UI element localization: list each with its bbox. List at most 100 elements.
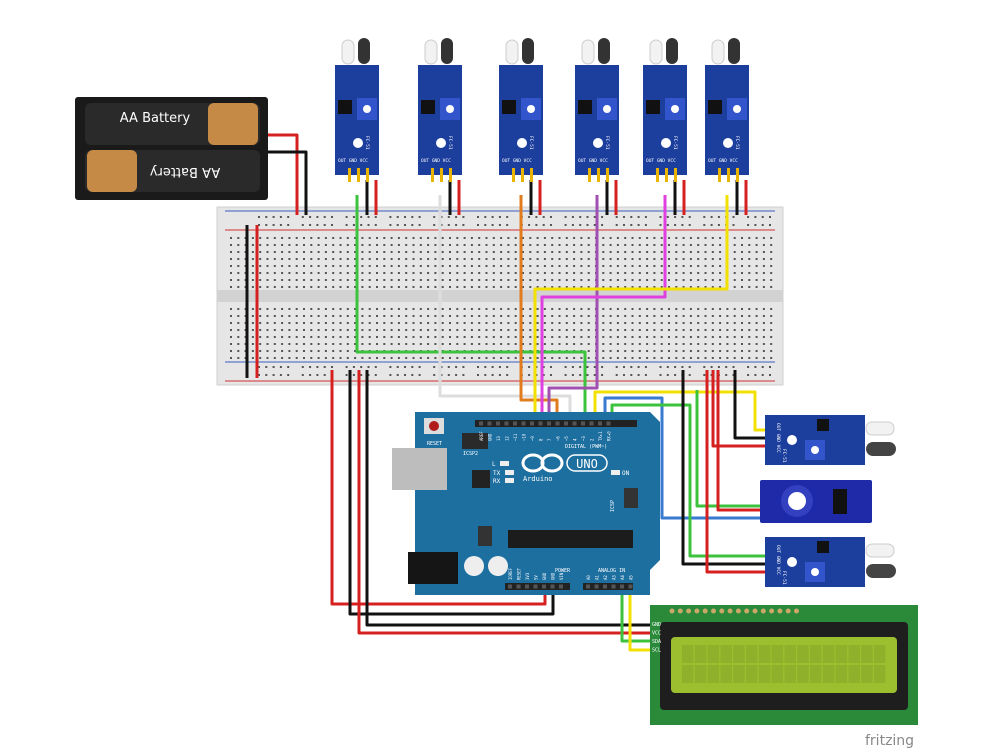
led-l-label: L — [492, 461, 496, 468]
analog-pin-label: A1 — [595, 575, 600, 580]
sensor-pin-labels: OUT GND VCC — [646, 158, 676, 164]
ir-receiver-led — [522, 38, 534, 64]
servo-signal-wire — [603, 396, 762, 520]
lcd-parallel-pin — [686, 608, 692, 614]
lcd-char-cell — [733, 665, 745, 683]
sensor-pin — [656, 168, 659, 182]
sensor-pin-labels: OUT GND VCC — [775, 545, 781, 575]
lcd-char-cell — [835, 665, 848, 683]
comparator-chip — [708, 100, 722, 114]
analog-pin-label: A3 — [612, 575, 617, 580]
lcd-char-cell — [720, 645, 732, 663]
ir-emitter-led — [581, 39, 595, 65]
lcd-parallel-pin — [760, 608, 766, 614]
mount-hole — [787, 435, 797, 445]
comparator-chip — [338, 100, 352, 114]
sensor-pin-labels: OUT GND VCC — [578, 158, 608, 164]
potentiometer-knob — [363, 105, 371, 113]
ir-receiver-led — [728, 38, 740, 64]
digital-pin-label: ~6 — [556, 436, 561, 441]
lcd-char-cell — [733, 645, 745, 663]
comparator-chip — [646, 100, 660, 114]
header-pin — [530, 421, 534, 426]
sensor-pin — [597, 168, 600, 182]
lcd-parallel-pin — [669, 608, 675, 614]
sensor-model-label: FC-51 — [604, 136, 610, 150]
reset-label: RESET — [427, 441, 442, 447]
ir-emitter-led — [649, 39, 663, 65]
mount-hole — [787, 557, 797, 567]
arduino-5v-wire — [330, 370, 547, 606]
lcd-char-cell — [682, 665, 694, 683]
power-pin-label: GND — [551, 572, 556, 580]
potentiometer-knob — [603, 105, 611, 113]
lcd-parallel-pin — [719, 608, 725, 614]
digital-pin-label: ~5 — [564, 436, 569, 441]
sensor-pin — [366, 168, 369, 182]
lcd-parallel-pin — [785, 608, 791, 614]
header-pin — [564, 421, 568, 426]
lcd-char-cell — [694, 665, 707, 683]
lcd-char-cell — [861, 665, 873, 683]
lcd-i2c-pin-label: GND — [652, 622, 661, 628]
sensor-pin — [606, 168, 609, 182]
lcd-char-cell — [835, 645, 848, 663]
right-sensor1-gnd-wire — [733, 370, 770, 440]
sensor-pin — [665, 168, 668, 182]
ir-receiver-led — [666, 38, 678, 64]
lcd-parallel-pin — [744, 608, 750, 614]
led-on-label: ON — [622, 470, 630, 477]
lcd-char-cell — [797, 665, 809, 683]
ir-emitter-led — [424, 39, 438, 65]
lcd-parallel-pin — [777, 608, 783, 614]
lcd-parallel-pin — [727, 608, 733, 614]
ir-receiver-led — [866, 564, 896, 578]
digital-pin-label: 7 — [547, 438, 552, 441]
icsp2-label: ICSP2 — [463, 451, 478, 457]
header-pin — [555, 421, 560, 426]
battery-negative-wire — [268, 150, 308, 215]
lcd-scl-wire — [628, 590, 652, 652]
usb-port — [392, 448, 447, 490]
sensor6-out-wire — [533, 195, 729, 418]
power-pin-label: RESET — [517, 567, 522, 580]
sensor3-out-wire — [519, 195, 559, 418]
power-pin-label: VIN — [559, 572, 564, 580]
header-pin — [586, 584, 590, 589]
lcd-parallel-pin — [752, 608, 758, 614]
lcd-char-cell — [784, 665, 796, 683]
header-pin — [606, 421, 611, 426]
lcd-parallel-pin — [769, 608, 775, 614]
sensor-pin — [736, 168, 739, 182]
lcd-char-cell — [694, 645, 707, 663]
potentiometer-knob — [671, 105, 679, 113]
sensor-pin-labels: OUT GND VCC — [502, 158, 532, 164]
ir-receiver-led — [441, 38, 453, 64]
lcd-char-cell — [848, 665, 860, 683]
lcd-char-cell — [758, 665, 771, 683]
mount-hole — [436, 138, 446, 148]
sensor-pin — [588, 168, 591, 182]
comparator-chip — [578, 100, 592, 114]
lcd-char-cell — [746, 665, 758, 683]
battery-cell-label: AA Battery — [120, 111, 191, 126]
sensor4-out-wire — [547, 195, 599, 418]
lcd-char-cell — [810, 645, 822, 663]
digital-pin-label: GND — [488, 433, 493, 441]
lcd-vcc-wire — [357, 370, 652, 635]
header-pin — [594, 584, 599, 589]
header-pin — [508, 584, 512, 589]
arduino-gnd-wire — [348, 370, 555, 616]
header-pin — [550, 584, 555, 589]
header-pin — [572, 421, 577, 426]
right-sensor2-out-wire — [610, 403, 770, 558]
lcd-char-cell — [720, 665, 732, 683]
mount-hole — [661, 138, 671, 148]
ir-emitter-led — [341, 39, 355, 65]
sensor-pin-labels: OUT GND VCC — [338, 158, 368, 164]
header-pin — [547, 421, 551, 426]
